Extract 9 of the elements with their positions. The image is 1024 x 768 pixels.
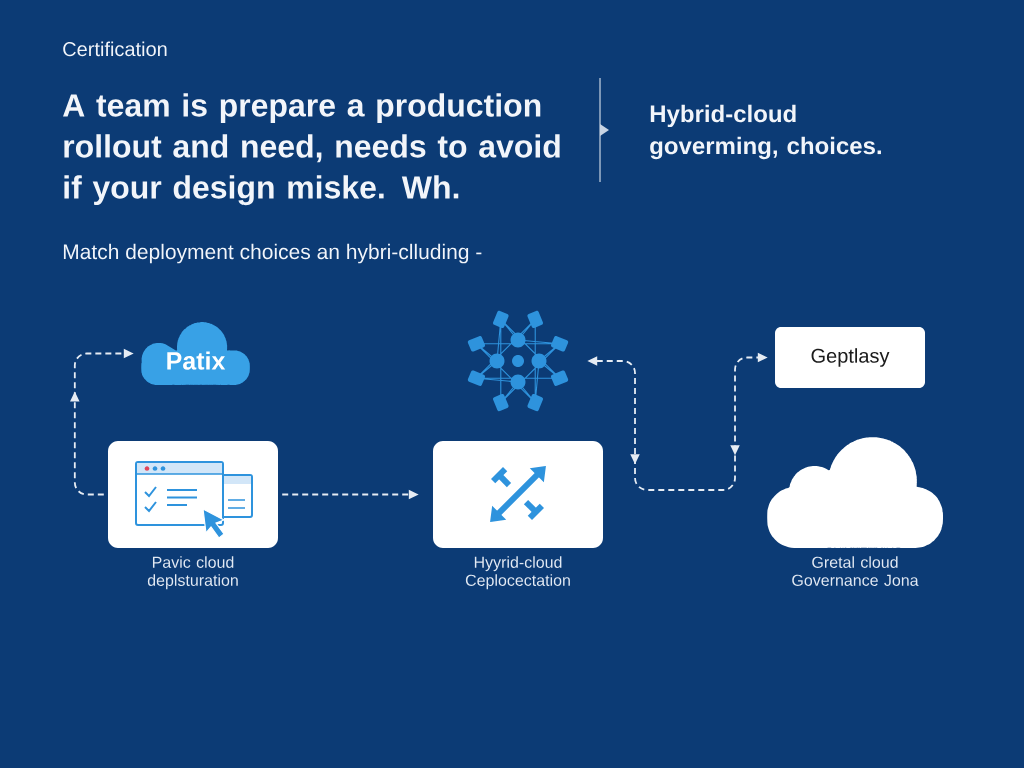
node-label: Pavic cloud deplsturation (147, 556, 238, 590)
network-graphic (467, 310, 569, 412)
heading: A team is prepare a production rollout and need, needs to avoid if your design miske. Wh. (63, 93, 560, 206)
category-label: Certification (63, 41, 167, 57)
text-box: Geptlasy (775, 327, 925, 388)
node-label: Hyyrid-cloud Ceplocectation (465, 556, 570, 590)
node-label: Gretal cloud Governance Jona (792, 556, 919, 586)
subheading: Match deployment choices an hybri-clluding - (63, 243, 482, 264)
side-heading: Hybrid-cloud goverming, choices. (650, 104, 881, 160)
